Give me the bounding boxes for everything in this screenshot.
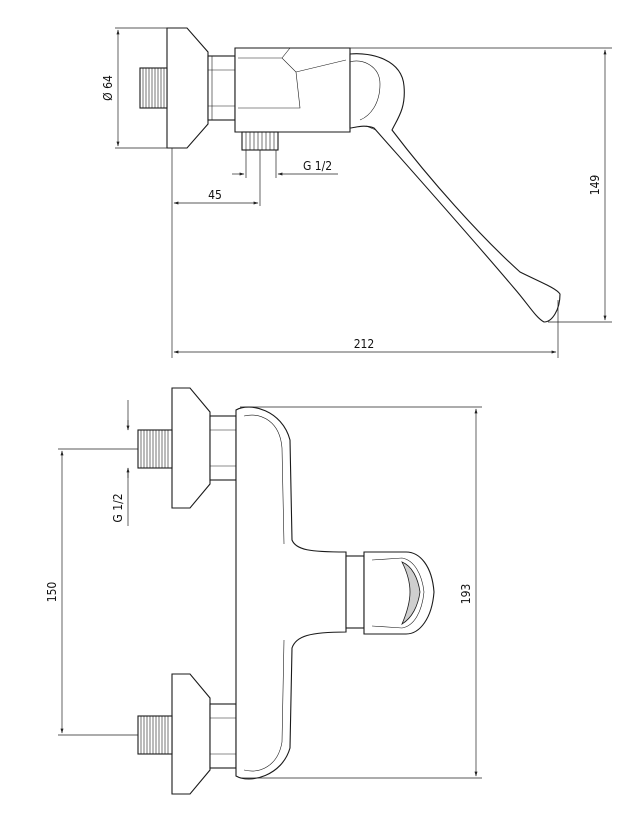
label-offset: 45 (208, 188, 222, 202)
top-inlet-thread (137, 429, 173, 469)
label-thread: G 1/2 (303, 159, 332, 173)
mixer-body (235, 406, 347, 780)
valve-body (234, 47, 351, 133)
label-height-front: 193 (459, 584, 473, 605)
bottom-inlet-thread (137, 715, 173, 755)
label-thread-front: G 1/2 (111, 493, 125, 522)
side-view: Ø 64 149 212 45 G 1/2 (101, 27, 612, 358)
top-flange (171, 387, 211, 509)
outlet-thread (241, 131, 279, 151)
wall-flange (166, 27, 209, 149)
hex-nut (207, 55, 236, 121)
label-length: 212 (354, 337, 375, 351)
cartridge-cap (345, 551, 435, 635)
label-diameter: Ø 64 (101, 75, 115, 101)
label-height: 149 (588, 175, 602, 196)
front-view: G 1/2 150 193 (45, 387, 482, 795)
label-spacing: 150 (45, 582, 59, 603)
top-hex-nut (209, 415, 237, 481)
bottom-flange (171, 673, 211, 795)
bottom-hex-nut (209, 703, 237, 769)
lever-handle (349, 53, 561, 323)
inlet-thread (139, 67, 168, 109)
